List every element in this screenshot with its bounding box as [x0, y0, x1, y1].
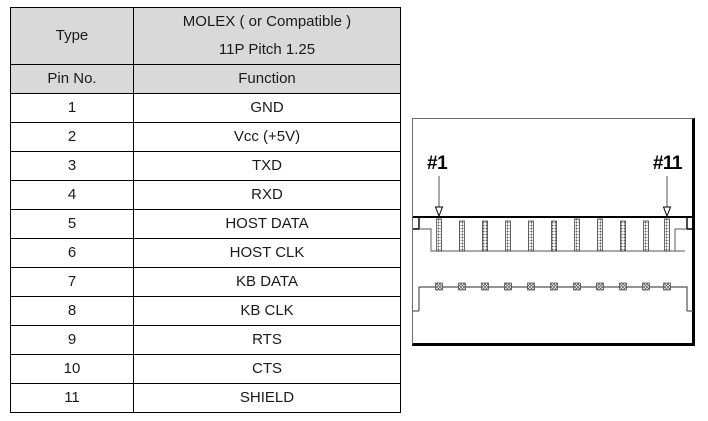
- pin-number-cell: 5: [10, 209, 134, 239]
- callout-leader-lines: [434, 176, 672, 218]
- pin-function-cell: KB CLK: [133, 296, 401, 326]
- pin-function-cell: TXD: [133, 151, 401, 181]
- table-row: 4 RXD: [10, 180, 401, 210]
- table-row: 5 HOST DATA: [10, 209, 401, 239]
- pin-number-cell: 8: [10, 296, 134, 326]
- table-row: 10 CTS: [10, 354, 401, 384]
- table-body: Type MOLEX ( or Compatible ) 11P Pitch 1…: [10, 7, 401, 413]
- pin-function-cell: RTS: [133, 325, 401, 355]
- pin-number-cell: 10: [10, 354, 134, 384]
- pin-1-callout-label: #1: [427, 153, 448, 174]
- pin-number-cell: 9: [10, 325, 134, 355]
- pin-assignment-table: Type MOLEX ( or Compatible ) 11P Pitch 1…: [10, 7, 401, 413]
- table-row: 9 RTS: [10, 325, 401, 355]
- type-value-line2: 11P Pitch 1.25: [218, 41, 316, 58]
- table-row: 3 TXD: [10, 151, 401, 181]
- pin-number-cell: 6: [10, 238, 134, 268]
- type-value-cell: MOLEX ( or Compatible ) 11P Pitch 1.25: [133, 7, 401, 65]
- pin-function-cell: SHIELD: [133, 383, 401, 413]
- table-row: 2 Vcc (+5V): [10, 122, 401, 152]
- pin-number-cell: 1: [10, 93, 134, 123]
- pin-function-cell: RXD: [133, 180, 401, 210]
- table-row: 8 KB CLK: [10, 296, 401, 326]
- pin-function-cell: KB DATA: [133, 267, 401, 297]
- pin-number-cell: 4: [10, 180, 134, 210]
- connector-solder-pads: [435, 282, 671, 291]
- pin-number-cell: 7: [10, 267, 134, 297]
- table-row: 7 KB DATA: [10, 267, 401, 297]
- pin-function-cell: CTS: [133, 354, 401, 384]
- table-header-type-row: Type MOLEX ( or Compatible ) 11P Pitch 1…: [10, 7, 401, 65]
- pin-11-callout-label: #11: [652, 153, 683, 174]
- column-header-function: Function: [133, 64, 401, 94]
- type-value-line1: MOLEX ( or Compatible ): [182, 13, 352, 30]
- pin-function-cell: HOST CLK: [133, 238, 401, 268]
- pin-number-cell: 11: [10, 383, 134, 413]
- table-header-columns-row: Pin No. Function: [10, 64, 401, 94]
- table-row: 6 HOST CLK: [10, 238, 401, 268]
- pin-number-cell: 3: [10, 151, 134, 181]
- column-header-pin-no: Pin No.: [10, 64, 134, 94]
- table-row: 1 GND: [10, 93, 401, 123]
- connector-diagram-panel: #1 #11: [412, 118, 695, 346]
- type-label-cell: Type: [10, 7, 134, 65]
- table-row: 11 SHIELD: [10, 383, 401, 413]
- connector-lower-body: [413, 286, 693, 312]
- connector-contact-pins: [436, 218, 670, 252]
- pin-function-cell: Vcc (+5V): [133, 122, 401, 152]
- pin-function-cell: GND: [133, 93, 401, 123]
- pin-number-cell: 2: [10, 122, 134, 152]
- connector-upper-shell: [413, 216, 693, 252]
- connector-mechanical-drawing: [413, 176, 693, 312]
- pin-function-cell: HOST DATA: [133, 209, 401, 239]
